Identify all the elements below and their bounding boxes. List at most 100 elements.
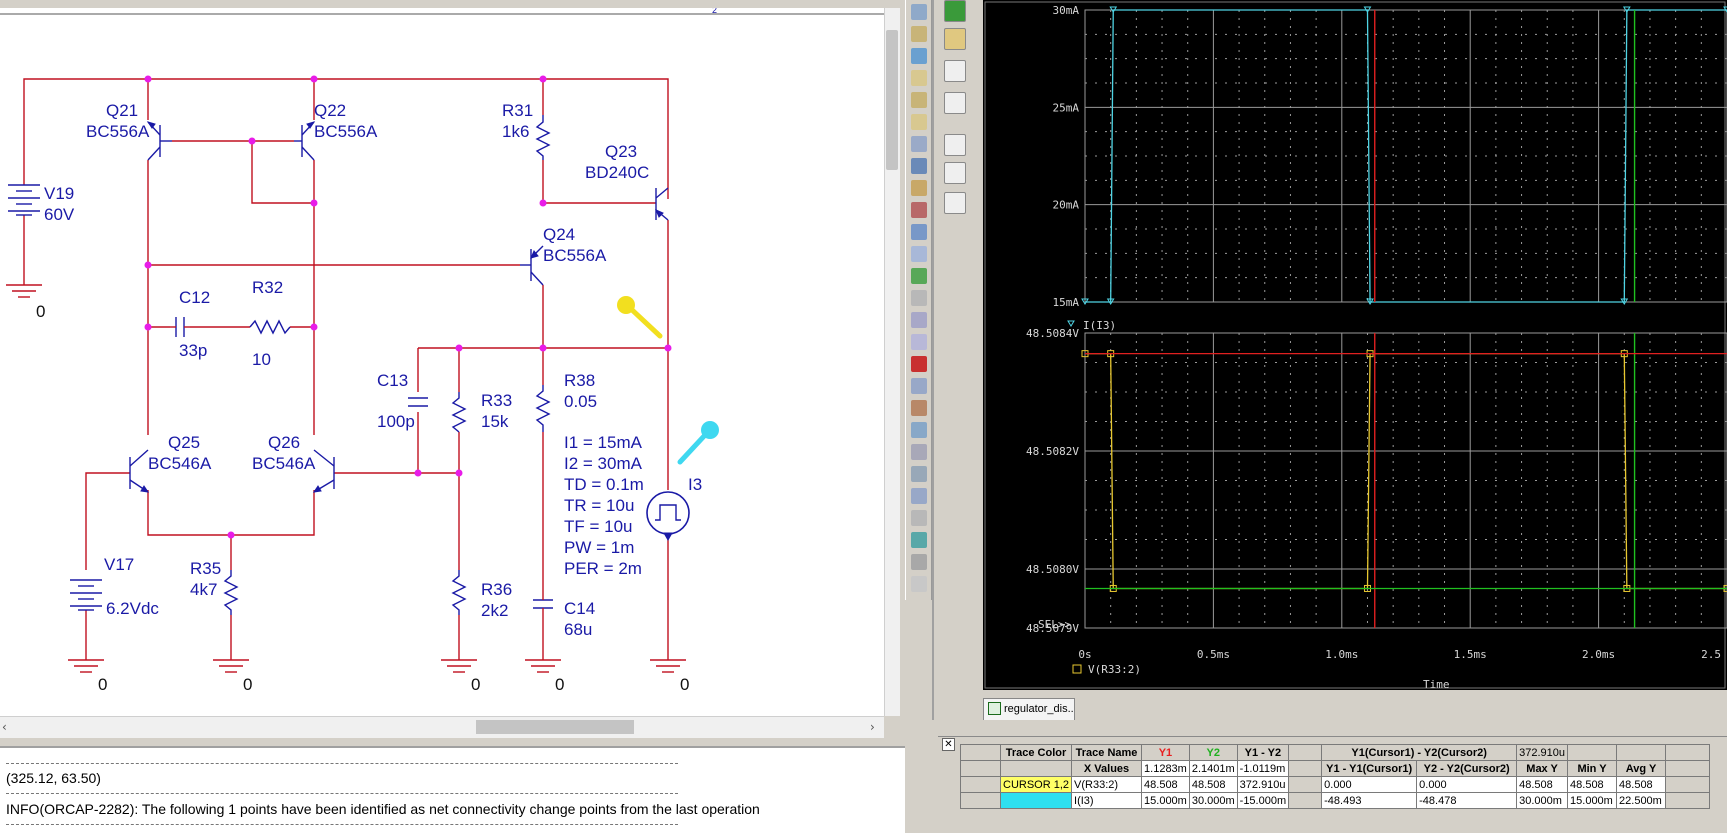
arc-tool-icon[interactable] <box>911 422 927 438</box>
ground-tool-icon[interactable] <box>911 180 927 196</box>
mark-label-icon[interactable] <box>944 192 966 214</box>
trace-marker <box>1723 6 1727 13</box>
no-connect-tool-icon[interactable] <box>911 290 927 306</box>
probe-plot[interactable]: 30mA25mA20mA15mA48.5084V48.5082V48.5080V… <box>983 0 1727 690</box>
scroll-right-arrow-icon[interactable]: › <box>870 720 875 734</box>
horizontal-scroll-thumb[interactable] <box>476 720 634 734</box>
voltage-probe-marker[interactable] <box>617 296 663 339</box>
power-tool-icon[interactable] <box>911 158 927 174</box>
power-marker-tool-icon[interactable] <box>911 532 927 548</box>
schematic-drawing[interactable]: 2 <box>0 8 884 716</box>
q26-symbol[interactable] <box>312 449 335 493</box>
session-log[interactable]: (325.12, 63.50) INFO(ORCAP-2282): The fo… <box>0 746 905 833</box>
bias-tool-icon[interactable] <box>911 554 927 570</box>
text-tool-icon[interactable] <box>911 444 927 460</box>
r38-symbol[interactable] <box>535 385 551 432</box>
part-tool-icon[interactable] <box>911 26 927 42</box>
y1-header: Y1 <box>1141 744 1190 761</box>
view-output-icon[interactable] <box>944 60 966 82</box>
close-icon[interactable]: ✕ <box>942 738 955 751</box>
v19-symbol[interactable] <box>8 184 40 216</box>
net-alias-tool-icon[interactable] <box>911 136 927 152</box>
rectangle-tool-icon[interactable] <box>911 378 927 394</box>
y-tick-label: 15mA <box>1053 296 1080 309</box>
simulation-profile-icon[interactable] <box>944 28 966 50</box>
schematic-canvas[interactable]: 2 <box>0 8 884 716</box>
bus-tool-icon[interactable] <box>911 70 927 86</box>
max-y-value: 48.508 <box>1516 776 1569 793</box>
y1-value: 48.508 <box>1141 776 1190 793</box>
hier-block-tool-icon[interactable] <box>911 224 927 240</box>
tab-regulator[interactable]: regulator_dis... <box>983 698 1075 720</box>
r35-symbol[interactable] <box>223 570 239 615</box>
bus-entry-tool-icon[interactable] <box>911 114 927 130</box>
r32-symbol[interactable] <box>249 319 291 335</box>
select-tool-icon[interactable] <box>911 4 927 20</box>
c14-ref: C14 <box>564 599 595 618</box>
plot-cursors[interactable] <box>1085 10 1727 628</box>
r35-ref: R35 <box>190 559 221 578</box>
q21-symbol[interactable] <box>146 121 172 161</box>
plot-grid <box>1084 9 1727 629</box>
bottom-trace-legend[interactable]: V(R33:2) <box>1088 663 1141 676</box>
trace-color-swatch[interactable] <box>999 792 1073 809</box>
q24-ref: Q24 <box>543 225 575 244</box>
ellipse-tool-icon[interactable] <box>911 400 927 416</box>
log-info-message: INFO(ORCAP-2282): The following 1 points… <box>6 801 760 817</box>
off-page-tool-icon[interactable] <box>911 202 927 218</box>
i3-symbol[interactable] <box>646 491 690 542</box>
x-tick-label: 2.5 <box>1701 648 1721 661</box>
c13-symbol[interactable] <box>408 397 428 407</box>
ground-labels: 0 0 0 0 0 0 <box>36 302 689 694</box>
table-cell <box>1665 760 1711 777</box>
current-marker-tool-icon[interactable] <box>911 488 927 504</box>
add-trace-icon[interactable] <box>944 134 966 156</box>
polyline-tool-icon[interactable] <box>911 334 927 350</box>
r31-value: 1k6 <box>502 122 529 141</box>
trace-marker <box>1109 6 1118 13</box>
trace-name: I(I3) <box>1071 792 1143 809</box>
toggle-cursor-icon[interactable] <box>944 162 966 184</box>
y1-y2-value: -15.000m <box>1236 792 1290 809</box>
hier-port-tool-icon[interactable] <box>911 246 927 262</box>
trace-color-swatch[interactable]: CURSOR 1,2 <box>999 776 1073 793</box>
delete-tool-icon[interactable] <box>911 356 927 372</box>
c14-symbol[interactable] <box>533 595 553 615</box>
schematic-horizontal-scrollbar[interactable] <box>0 716 884 738</box>
scroll-left-arrow-icon[interactable]: ‹ <box>2 720 7 734</box>
q23-symbol[interactable] <box>655 187 669 221</box>
r38-value: 0.05 <box>564 392 597 411</box>
q22-symbol[interactable] <box>294 121 316 161</box>
ground-label: 0 <box>98 675 107 694</box>
wire-tool-icon[interactable] <box>911 48 927 64</box>
r31-symbol[interactable] <box>535 115 551 160</box>
v17-symbol[interactable] <box>70 579 102 611</box>
cursor-table[interactable]: Trace Color Trace Name Y1 Y2 Y1 - Y2 Y1(… <box>960 744 1711 809</box>
max-y-header: Max Y <box>1516 760 1569 777</box>
min-y-value: 15.000m <box>1567 792 1618 809</box>
junction-tool-icon[interactable] <box>911 92 927 108</box>
x-value-y1: 1.1283m <box>1141 760 1190 777</box>
table-cell <box>960 744 1001 761</box>
run-simulation-icon[interactable] <box>944 0 966 22</box>
r36-symbol[interactable] <box>451 570 467 615</box>
c12-symbol[interactable] <box>170 317 190 337</box>
vertical-scroll-thumb[interactable] <box>886 30 898 170</box>
q24-symbol[interactable] <box>520 245 544 286</box>
add-plot-icon[interactable] <box>944 92 966 114</box>
differential-marker-tool-icon[interactable] <box>911 510 927 526</box>
r35-value: 4k7 <box>190 580 217 599</box>
more-tools-icon[interactable] <box>911 576 927 592</box>
r33-symbol[interactable] <box>451 392 467 433</box>
current-probe-marker[interactable] <box>677 421 719 465</box>
table-row[interactable]: I(I3) 15.000m 30.000m -15.000m -48.493 -… <box>960 792 1711 809</box>
table-cell <box>1665 792 1711 809</box>
q25-symbol[interactable] <box>129 449 150 493</box>
hier-pin-tool-icon[interactable] <box>911 268 927 284</box>
voltage-marker-tool-icon[interactable] <box>911 466 927 482</box>
top-trace-legend[interactable]: I(I3) <box>1083 319 1116 332</box>
schematic-vertical-scrollbar[interactable] <box>884 8 900 716</box>
table-row[interactable]: CURSOR 1,2 V(R33:2) 48.508 48.508 372.91… <box>960 776 1711 793</box>
line-tool-icon[interactable] <box>911 312 927 328</box>
